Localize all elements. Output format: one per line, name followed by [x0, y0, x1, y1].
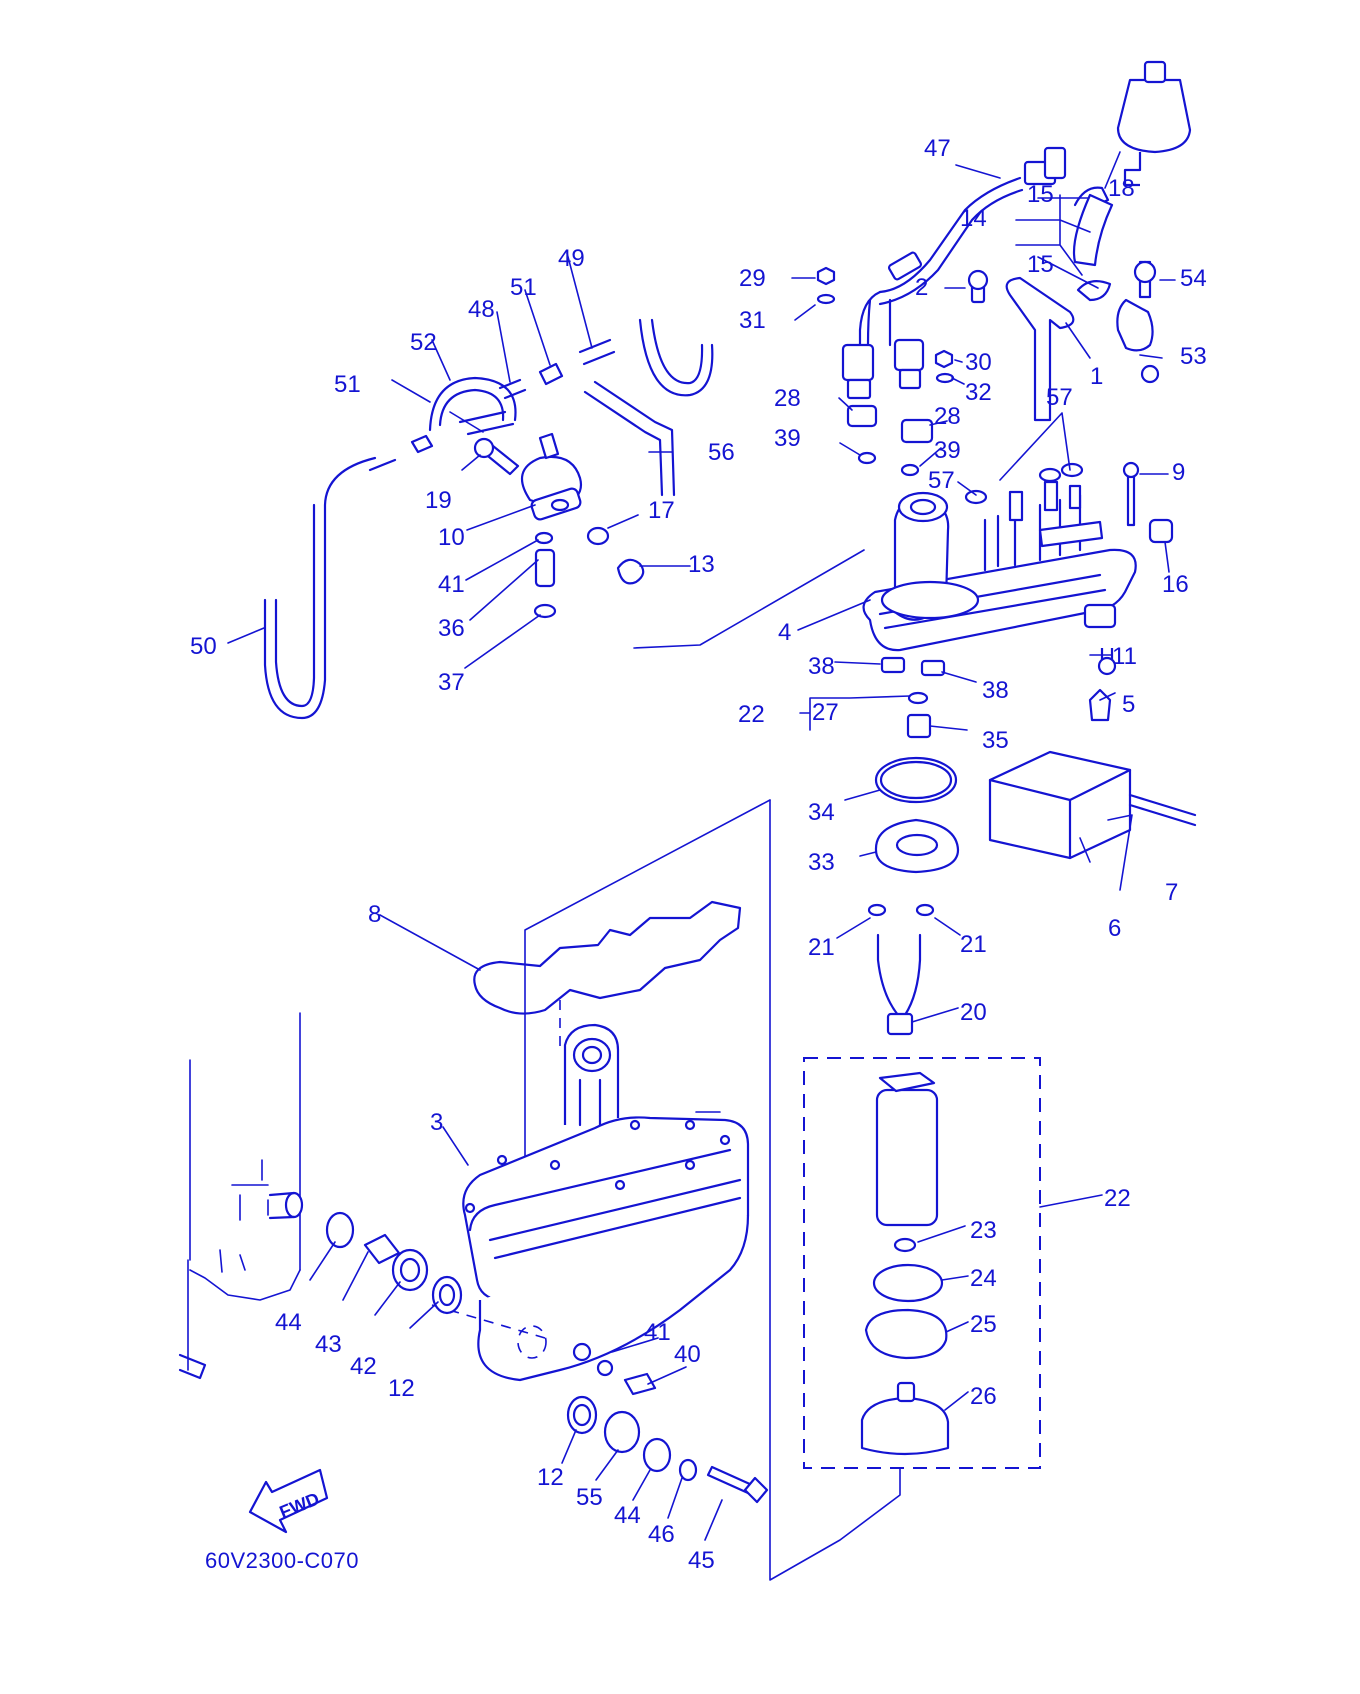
callout-52: 52: [410, 329, 437, 356]
callout-49: 49: [558, 245, 585, 272]
callout-31: 31: [739, 307, 766, 334]
callout-15a: 15: [1027, 181, 1054, 208]
callout-17: 17: [648, 497, 675, 524]
callout-20: 20: [960, 999, 987, 1026]
callout-28a: 28: [774, 385, 801, 412]
callout-4: 4: [778, 619, 791, 646]
callout-10: 10: [438, 524, 465, 551]
callout-44a: 44: [275, 1309, 302, 1336]
callout-38b: 38: [982, 677, 1009, 704]
callout-22a: 22: [738, 701, 765, 728]
callout-42: 42: [350, 1353, 377, 1380]
callout-2: 2: [915, 274, 928, 301]
callout-39b: 39: [934, 437, 961, 464]
callout-21b: 21: [960, 931, 987, 958]
callout-53: 53: [1180, 343, 1207, 370]
callout-57b: 57: [928, 467, 955, 494]
callout-23: 23: [970, 1217, 997, 1244]
callout-46: 46: [648, 1521, 675, 1548]
callout-45: 45: [688, 1547, 715, 1574]
callout-54: 54: [1180, 265, 1207, 292]
callout-6: 6: [1108, 915, 1121, 942]
callout-13: 13: [688, 551, 715, 578]
vapor-separator-internals: [867, 656, 960, 1036]
callout-30: 30: [965, 349, 992, 376]
callout-29: 29: [739, 265, 766, 292]
callout-14: 14: [960, 205, 987, 232]
callout-21a: 21: [808, 934, 835, 961]
callout-27: 27: [812, 699, 839, 726]
callout-32: 32: [965, 379, 992, 406]
callout-18: 18: [1108, 175, 1135, 202]
callout-41b: 41: [644, 1319, 671, 1346]
callout-12a: 12: [388, 1375, 415, 1402]
callout-55: 55: [576, 1484, 603, 1511]
callout-35: 35: [982, 727, 1009, 754]
callout-51b: 51: [334, 371, 361, 398]
callout-3: 3: [430, 1109, 443, 1136]
callout-11: 11: [1112, 643, 1137, 670]
callout-15b: 15: [1027, 251, 1054, 278]
vapor-separator-body: [431, 799, 901, 1581]
callout-57a: 57: [1046, 384, 1073, 411]
callout-39a: 39: [774, 425, 801, 452]
callout-16: 16: [1162, 571, 1189, 598]
leader-lines: [227, 151, 1176, 1541]
fwd-arrow-icon: FWD: [248, 1468, 329, 1534]
callout-47: 47: [924, 135, 951, 162]
sensor-box: [988, 750, 1197, 860]
fuel-filter-group: [1005, 60, 1192, 422]
callout-25: 25: [970, 1311, 997, 1338]
callout-50: 50: [190, 633, 217, 660]
callout-37: 37: [438, 669, 465, 696]
diagram-code: 60V2300-C070: [205, 1548, 359, 1573]
callout-5: 5: [1122, 691, 1135, 718]
wiring-harness: [816, 146, 1084, 505]
callout-34: 34: [808, 799, 835, 826]
callout-22b: 22: [1104, 1185, 1131, 1212]
callout-8: 8: [368, 901, 381, 928]
callout-48: 48: [468, 296, 495, 323]
callout-41a: 41: [438, 571, 465, 598]
callout-40: 40: [674, 1341, 701, 1368]
callout-26: 26: [970, 1383, 997, 1410]
engine-side-outline: [178, 1012, 304, 1380]
part-number-labels: 47 18 15 14 15 54 49 29 2 51 48 31 52 53…: [190, 135, 1207, 1574]
callout-51a: 51: [510, 274, 537, 301]
left-hose-assembly: [263, 318, 714, 720]
fuel-pump-assembly: [803, 1057, 1041, 1469]
callout-44b: 44: [614, 1502, 641, 1529]
callout-43: 43: [315, 1331, 342, 1358]
callout-19: 19: [425, 487, 452, 514]
callout-1: 1: [1090, 363, 1103, 390]
callout-12b: 12: [537, 1464, 564, 1491]
callout-7: 7: [1165, 879, 1178, 906]
callout-36: 36: [438, 615, 465, 642]
vapor-separator-cover: [862, 461, 1174, 722]
mounting-hardware: [325, 1211, 769, 1504]
callout-28b: 28: [934, 403, 961, 430]
callout-38a: 38: [808, 653, 835, 680]
callout-9: 9: [1172, 459, 1185, 486]
callout-56: 56: [708, 439, 735, 466]
callout-33: 33: [808, 849, 835, 876]
callout-24: 24: [970, 1265, 997, 1292]
